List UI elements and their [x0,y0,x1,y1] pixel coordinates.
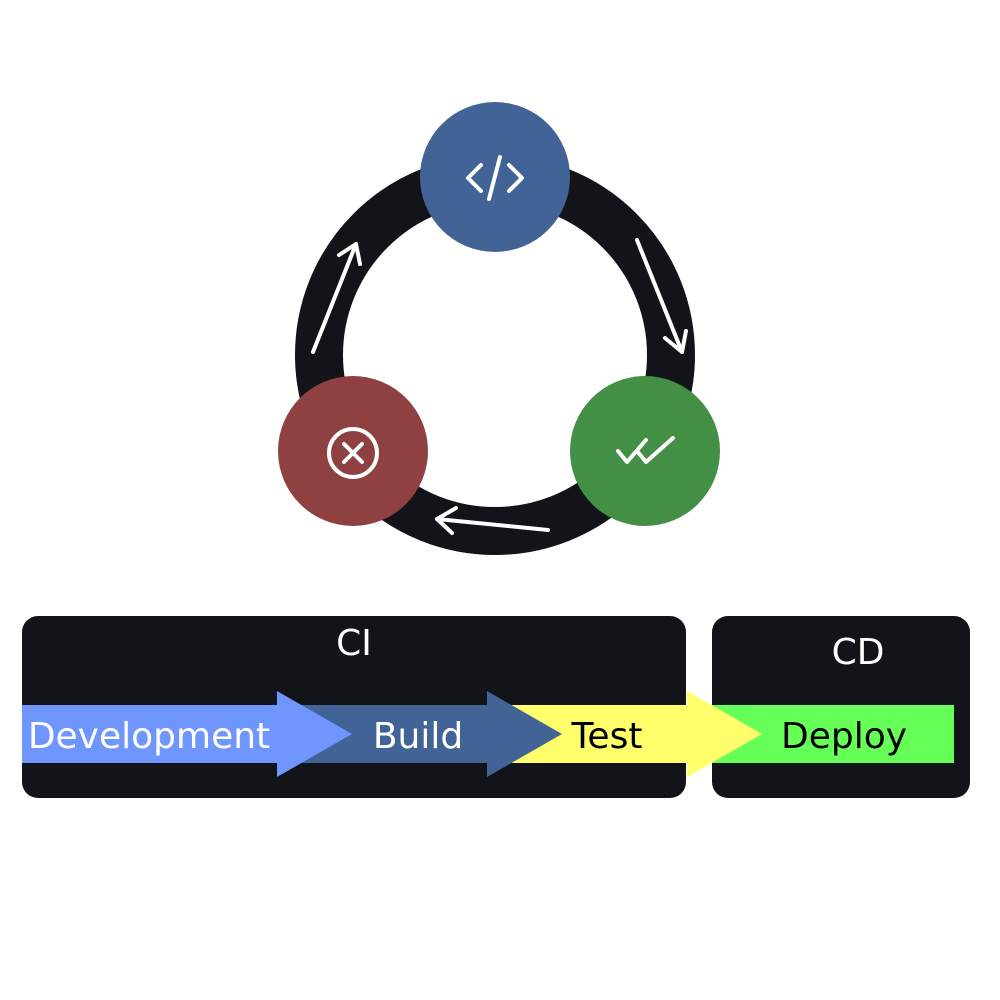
stage-label-deploy: Deploy [781,716,907,757]
cycle-node-fail [278,376,428,526]
flow-arrow-code-to-test [635,238,688,354]
stage-arrow-deploy [712,705,954,763]
close-circle-icon [327,427,379,479]
code-icon [466,155,524,201]
flow-arrow-fail-to-code [311,242,362,354]
stage-label-build: Build [373,716,463,757]
cycle-node-code [420,102,570,252]
double-check-icon [616,436,675,464]
flow-arrow-test-to-fail [435,506,550,535]
stage-arrow-build [300,691,562,777]
pipeline: CI CD Development Build Test Deploy [22,616,970,798]
ci-title: CI [336,623,372,664]
stage-label-test: Test [571,716,643,757]
cycle-diagram [278,102,720,555]
stage-label-development: Development [28,716,270,757]
stage-arrow-development [22,691,352,777]
cd-title: CD [832,632,885,673]
cycle-node-test-circle [570,376,720,526]
stage-arrow-test [510,691,762,777]
cycle-node-test [570,376,720,526]
